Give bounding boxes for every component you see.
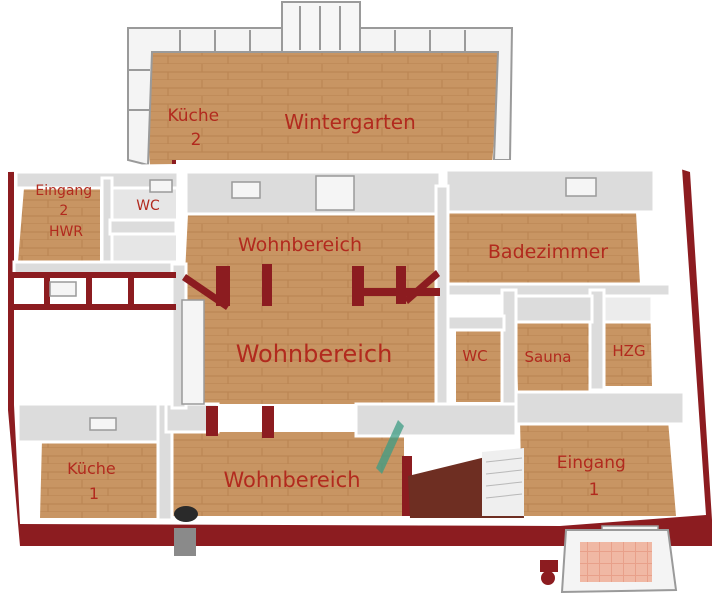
label-eingang-2-hwr: Eingang 2 HWR: [35, 183, 96, 240]
wohnbereich-north-floor: [184, 214, 442, 294]
label-wc-east: WC: [462, 347, 487, 365]
badezimmer-floor: [448, 212, 640, 284]
label-sauna: Sauna: [525, 348, 572, 366]
label-wc-north: WC: [136, 198, 160, 214]
room-labels: Küche 2 Wintergarten Eingang 2 HWR WC Wo…: [35, 106, 645, 503]
eingang-1-floor: [520, 420, 676, 516]
wintergarten-structure: [127, 1, 514, 167]
interior-walls: [12, 168, 686, 522]
wc-east-floor: [456, 328, 504, 402]
glass-partition: [376, 420, 404, 474]
sauna-floor: [516, 322, 592, 392]
windows: [49, 175, 659, 541]
label-kueche-1: Küche 1: [67, 459, 121, 503]
entrance-porch: [540, 529, 678, 594]
wintergarten-floor: [140, 36, 502, 165]
label-wohnbereich-center: Wohnbereich: [236, 340, 393, 368]
wohnbereich-center-floor: [180, 294, 446, 404]
wohnbereich-south-floor: [172, 432, 404, 516]
floors: [18, 186, 676, 518]
timber-beams: [10, 264, 712, 546]
eingang-2-floor: [18, 186, 100, 262]
kueche-1-floor: [40, 440, 160, 518]
label-eingang-1: Eingang 1: [557, 453, 631, 500]
label-hzg: HZG: [612, 342, 645, 360]
label-wintergarten: Wintergarten: [284, 110, 416, 134]
label-badezimmer: Badezimmer: [488, 241, 608, 263]
stove: [174, 506, 198, 556]
label-wohnbereich-north: Wohnbereich: [238, 234, 362, 256]
label-wohnbereich-south: Wohnbereich: [223, 468, 360, 492]
label-kueche-2: Küche 2: [167, 106, 224, 150]
staircase: [408, 448, 524, 518]
